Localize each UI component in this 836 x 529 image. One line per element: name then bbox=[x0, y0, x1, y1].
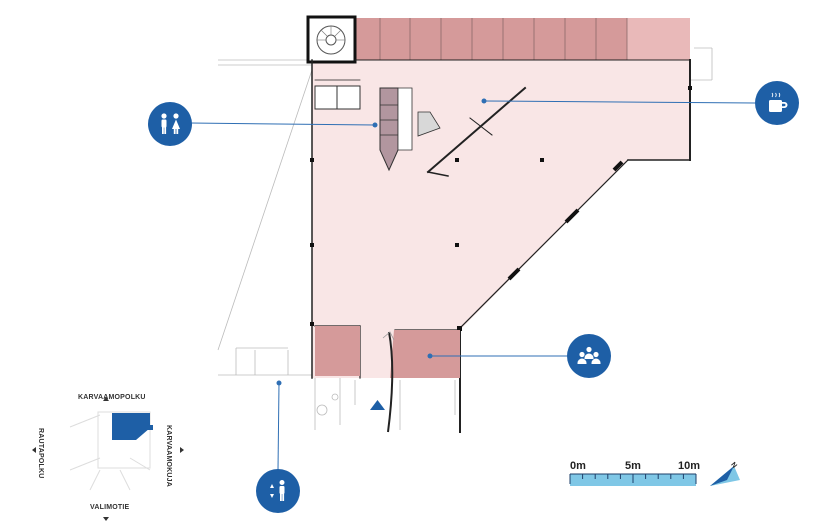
stairs-elevator-marker[interactable] bbox=[256, 469, 300, 513]
meeting-room-marker[interactable] bbox=[567, 334, 611, 378]
street-label-east: KARVAAMOKUJA bbox=[165, 425, 172, 488]
annex-lines bbox=[314, 378, 456, 430]
lower-meeting-room bbox=[390, 330, 460, 378]
stair-tower bbox=[306, 15, 357, 64]
context-lines bbox=[217, 47, 713, 376]
leader-dots bbox=[276, 98, 487, 386]
street-label-south: VALIMOTIE bbox=[90, 504, 130, 511]
scale-label-10: 10m bbox=[678, 460, 701, 472]
north-arrow-icon bbox=[710, 466, 740, 486]
restroom-marker[interactable] bbox=[148, 102, 192, 146]
stairs-person-icon bbox=[270, 480, 285, 501]
scale-label-0: 0m bbox=[570, 460, 586, 472]
top-rooms bbox=[355, 18, 690, 60]
columns bbox=[310, 86, 692, 331]
group-icon bbox=[577, 346, 601, 364]
street-label-west: RAUTAPOLKU bbox=[37, 428, 44, 479]
leader-lines bbox=[189, 100, 756, 471]
coffee-cup-icon bbox=[769, 92, 788, 112]
lower-left-room bbox=[315, 326, 360, 376]
street-label-north: KARVAAMOPOLKU bbox=[78, 394, 146, 401]
facade-segments bbox=[507, 160, 624, 281]
cafe-marker[interactable] bbox=[755, 81, 799, 125]
entrance-marker bbox=[370, 400, 385, 410]
scale-label-5: 5m bbox=[625, 460, 641, 472]
building-footprint bbox=[112, 413, 150, 440]
orientation-inset bbox=[32, 397, 184, 521]
wc-block bbox=[379, 87, 441, 172]
scale-bar bbox=[569, 473, 697, 486]
restroom-icon bbox=[161, 113, 180, 134]
